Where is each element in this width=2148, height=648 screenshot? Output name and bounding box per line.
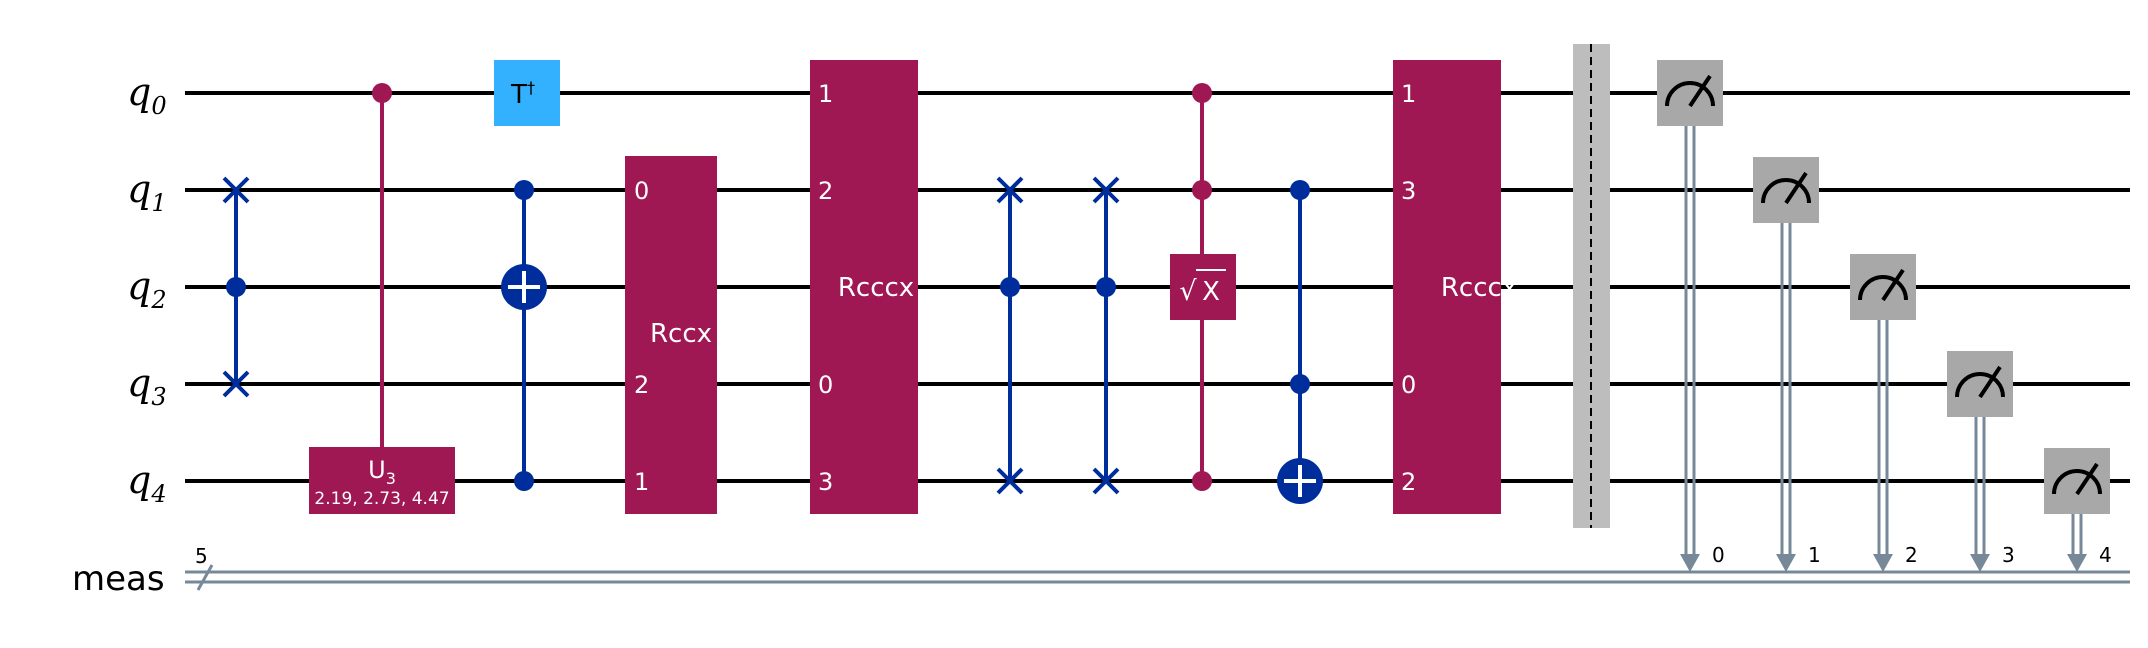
classical-register-wire — [185, 564, 2130, 591]
svg-text:2: 2 — [634, 371, 649, 399]
svg-text:1: 1 — [634, 468, 649, 496]
control-dot — [372, 83, 392, 103]
svg-text:0: 0 — [1712, 543, 1725, 567]
qubit-label-q0: q0 — [127, 70, 167, 120]
meter-icon — [1665, 81, 1715, 107]
measure-box — [1753, 157, 1819, 223]
cswap-gate-2 — [996, 176, 1024, 495]
control-dot — [1000, 277, 1020, 297]
meter-icon — [2052, 469, 2102, 495]
rcccx-gate-2: 1 3 0 2 Rcccx — [1393, 60, 1517, 514]
svg-text:3: 3 — [818, 468, 833, 496]
control-dot — [514, 180, 534, 200]
swap-cross-icon — [222, 176, 250, 204]
tdg-box — [494, 60, 560, 126]
toffoli-gate — [501, 180, 547, 491]
control-dot — [1192, 471, 1212, 491]
u3-box — [309, 447, 455, 514]
svg-text:4: 4 — [2099, 543, 2112, 567]
barrier — [1573, 44, 1610, 528]
svg-text:1: 1 — [1808, 543, 1821, 567]
rccx-box — [625, 156, 717, 514]
qubit-label-q1: q1 — [127, 167, 167, 217]
swap-cross-icon — [222, 370, 250, 398]
wire-labels: q0 q1 q2 q3 q4 meas — [72, 70, 167, 599]
svg-text:1: 1 — [818, 80, 833, 108]
swap-cross-icon — [1092, 176, 1120, 204]
svg-text:0: 0 — [1401, 371, 1416, 399]
svg-text:3: 3 — [1401, 177, 1416, 205]
svg-text:X: X — [1202, 277, 1220, 307]
qubit-label-q4: q4 — [127, 458, 167, 508]
rccx-label: Rccx — [650, 319, 712, 349]
qubit-label-q3: q3 — [127, 361, 167, 411]
rccx-gate: 0 2 1 Rccx — [625, 156, 717, 514]
swap-cross-icon — [1092, 467, 1120, 495]
measure-gate-q1: 1 — [1753, 157, 1821, 572]
tdg-gate: T† — [494, 60, 560, 126]
svg-text:2: 2 — [818, 177, 833, 205]
measure-gate-q2: 2 — [1850, 254, 1918, 572]
cswap-gate-1 — [222, 176, 250, 398]
u3-label: U3 — [368, 456, 396, 488]
rcccx-box — [1393, 60, 1501, 514]
measurements: 0 1 2 3 — [1657, 60, 2112, 572]
svg-text:2: 2 — [1401, 468, 1416, 496]
cswap-gate-3 — [1092, 176, 1120, 495]
swap-cross-icon — [996, 467, 1024, 495]
measure-gate-q4: 4 — [2044, 448, 2112, 572]
control-dot — [1096, 277, 1116, 297]
u3-params: 2.19, 2.73, 4.47 — [314, 489, 449, 509]
svg-text:0: 0 — [634, 177, 649, 205]
sx-box — [1170, 254, 1236, 320]
measure-box — [1947, 351, 2013, 417]
svg-text:T†: T† — [510, 78, 535, 110]
cu3-gate: U3 2.19, 2.73, 4.47 — [309, 83, 455, 514]
c3sx-gate: √ X — [1170, 83, 1236, 491]
sqrt-symbol: √ — [1179, 276, 1197, 307]
rcccx-gate-1: 1 2 0 3 Rcccx — [810, 60, 918, 514]
measure-box — [1657, 60, 1723, 126]
svg-text:3: 3 — [2002, 543, 2015, 567]
meter-icon — [1955, 372, 2005, 398]
rcccx-label: Rcccx — [838, 273, 914, 303]
bus-slash — [196, 564, 214, 591]
control-dot — [226, 277, 246, 297]
control-dot — [1290, 180, 1310, 200]
measure-gate-q0: 0 — [1657, 60, 1725, 572]
svg-text:0: 0 — [818, 371, 833, 399]
measure-gate-q3: 3 — [1947, 351, 2015, 572]
svg-text:1: 1 — [1401, 80, 1416, 108]
creg-width-label: 5 — [195, 544, 208, 568]
control-dot — [1192, 180, 1212, 200]
meter-icon — [1761, 178, 1811, 204]
control-dot — [514, 471, 534, 491]
control-dot — [1290, 374, 1310, 394]
meter-icon — [1858, 275, 1908, 301]
qubit-wires — [185, 91, 2130, 483]
qubit-label-q2: q2 — [127, 264, 167, 314]
measure-box — [2044, 448, 2110, 514]
control-dot — [1192, 83, 1212, 103]
rcccx-label: Rcccx — [1441, 273, 1517, 303]
rcccx-box — [810, 60, 918, 514]
toffoli-gate-2 — [1277, 180, 1323, 504]
swap-cross-icon — [996, 176, 1024, 204]
creg-label: meas — [72, 559, 165, 599]
svg-text:2: 2 — [1905, 543, 1918, 567]
measure-box — [1850, 254, 1916, 320]
